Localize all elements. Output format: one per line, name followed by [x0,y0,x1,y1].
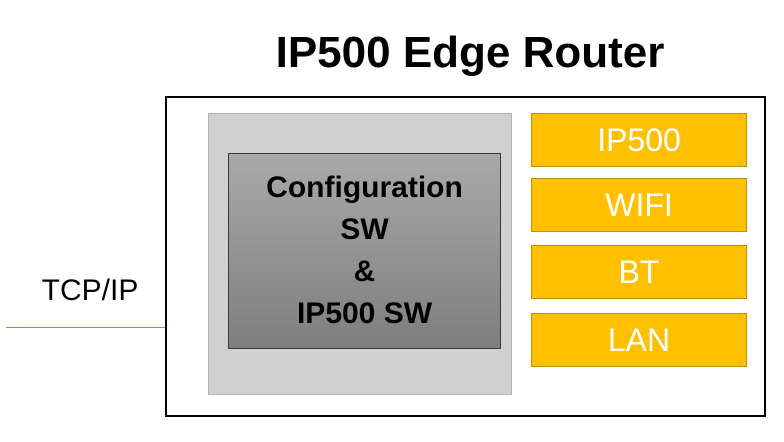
interface-ip500: IP500 [531,113,747,167]
software-line-configuration: Configuration [266,171,463,204]
software-line-sw: SW [340,213,389,246]
software-line-ip500-sw: IP500 SW [296,297,433,330]
software-line-ampersand: & [353,255,376,288]
interface-bt: BT [531,245,747,299]
software-block: Configuration SW & IP500 SW [228,153,501,349]
diagram-title: IP500 Edge Router [275,28,665,77]
tcpip-connection-line [6,327,166,328]
tcpip-label: TCP/IP [41,274,139,307]
interface-wifi: WIFI [531,178,747,232]
interface-lan: LAN [531,313,747,367]
